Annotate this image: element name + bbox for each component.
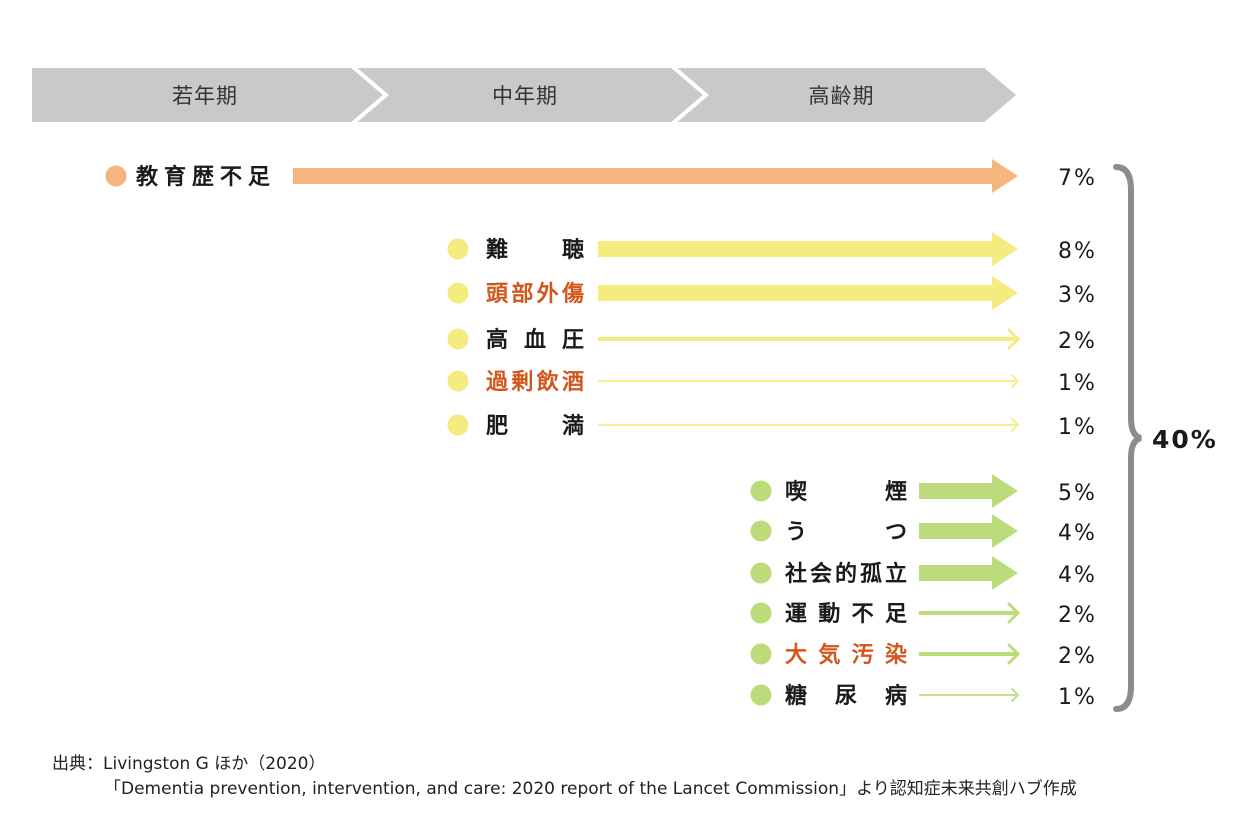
total-brace bbox=[1113, 164, 1142, 712]
stage-chevron-3 bbox=[666, 64, 1023, 126]
risk-arrow-head bbox=[1011, 418, 1020, 432]
risk-row: 運動不足 2% bbox=[750, 602, 1097, 628]
risk-arrow bbox=[919, 474, 1018, 508]
risk-row: 社会的孤立 4% bbox=[750, 556, 1097, 590]
risk-arrow-head bbox=[1011, 374, 1020, 388]
risk-row: 喫煙 5% bbox=[750, 474, 1097, 508]
group-dot bbox=[447, 282, 469, 304]
risk-arrow bbox=[919, 556, 1018, 590]
risk-row: 難聴 8% bbox=[447, 232, 1097, 266]
risk-percentage: 2% bbox=[1058, 644, 1097, 669]
group-dot bbox=[750, 643, 772, 665]
stage-label: 若年期 bbox=[172, 84, 238, 108]
risk-arrow-head bbox=[1007, 602, 1021, 624]
risk-row: 高血圧 2% bbox=[447, 327, 1097, 354]
risk-label: 運動不足 bbox=[785, 602, 907, 627]
risk-label: うつ bbox=[785, 520, 907, 545]
risk-arrow-head bbox=[1011, 688, 1020, 702]
risk-label: 喫煙 bbox=[785, 479, 907, 505]
risk-percentage: 5% bbox=[1058, 481, 1097, 506]
group-dot bbox=[750, 684, 772, 706]
risk-row: 頭部外傷 3% bbox=[447, 276, 1097, 310]
risk-arrow bbox=[293, 159, 1018, 193]
stage-label: 高齢期 bbox=[809, 84, 875, 108]
risk-percentage: 8% bbox=[1058, 239, 1097, 264]
risk-row: 教育歴不足 7% bbox=[105, 159, 1097, 193]
risk-label: 高血圧 bbox=[486, 327, 584, 353]
risk-row: 肥満 1% bbox=[447, 413, 1097, 440]
risk-percentage: 7% bbox=[1058, 166, 1097, 191]
group-dot bbox=[105, 165, 127, 187]
risk-label: 教育歴不足 bbox=[136, 164, 270, 190]
risk-percentage: 1% bbox=[1058, 685, 1097, 710]
group-dot bbox=[447, 414, 469, 436]
source-line-1: 出典：Livingston G ほか（2020） bbox=[52, 754, 326, 774]
group-dot bbox=[750, 602, 772, 624]
risk-arrow-head bbox=[1007, 328, 1021, 350]
risk-percentage: 4% bbox=[1058, 521, 1097, 546]
risk-percentage: 4% bbox=[1058, 563, 1097, 588]
group-dot bbox=[447, 370, 469, 392]
risk-row: 大気汚染 2% bbox=[750, 642, 1097, 669]
risk-row: 過剰飲酒 1% bbox=[447, 369, 1097, 396]
risk-percentage: 2% bbox=[1058, 329, 1097, 354]
risk-arrow bbox=[919, 514, 1018, 548]
risk-label: 糖尿病 bbox=[785, 683, 907, 709]
risk-percentage: 3% bbox=[1058, 283, 1097, 308]
group-dot bbox=[447, 328, 469, 350]
risk-label: 社会的孤立 bbox=[785, 561, 907, 587]
group-dot bbox=[447, 238, 469, 260]
source-line-2: 「Dementia prevention, intervention, and … bbox=[104, 779, 1077, 799]
risk-arrow bbox=[598, 276, 1018, 310]
risk-arrow bbox=[598, 232, 1018, 266]
group-dot bbox=[750, 480, 772, 502]
risk-percentage: 1% bbox=[1058, 371, 1097, 396]
risk-percentage: 2% bbox=[1058, 603, 1097, 628]
life-stage-band: 若年期 中年期 高齢期 bbox=[28, 64, 1023, 126]
risk-label: 過剰飲酒 bbox=[486, 369, 584, 395]
total-percentage: 40% bbox=[1152, 425, 1218, 454]
risk-percentage: 1% bbox=[1058, 415, 1097, 440]
group-dot bbox=[750, 562, 772, 584]
risk-label: 大気汚染 bbox=[785, 642, 907, 668]
risk-label: 難聴 bbox=[486, 237, 584, 263]
risk-factor-rows: 教育歴不足 7% 難聴 8% 頭部外傷 3% 高血圧 2% 過剰飲酒 1% 肥満 1% 喫煙 5% うつ 4%… bbox=[105, 159, 1097, 710]
stage-label: 中年期 bbox=[492, 84, 558, 108]
group-dot bbox=[750, 520, 772, 542]
risk-row: うつ 4% bbox=[750, 514, 1097, 548]
risk-arrow-head bbox=[1007, 643, 1021, 665]
risk-label: 頭部外傷 bbox=[486, 281, 584, 307]
risk-label: 肥満 bbox=[486, 413, 584, 439]
risk-row: 糖尿病 1% bbox=[750, 683, 1097, 710]
